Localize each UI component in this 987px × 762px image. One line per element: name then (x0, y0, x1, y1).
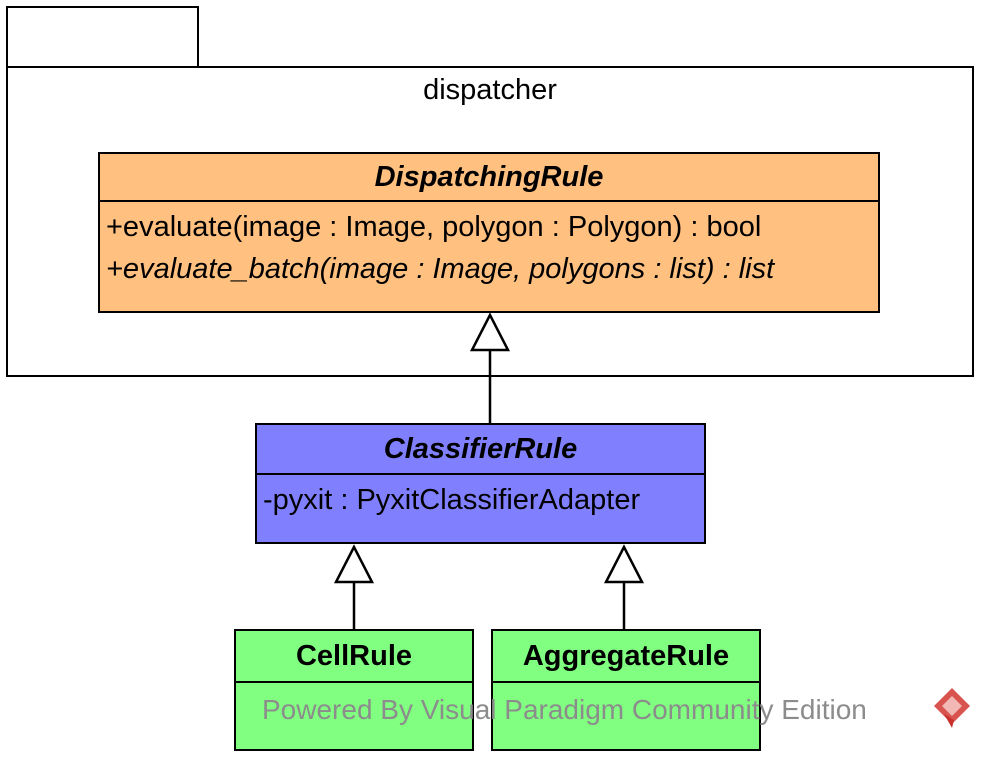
class-name: CellRule (236, 631, 472, 683)
class-cell-rule[interactable]: CellRule (234, 629, 474, 751)
generalization-arrowhead-classifier-left (333, 544, 375, 584)
watermark-text: Powered By Visual Paradigm Community Edi… (262, 694, 867, 725)
class-aggregate-rule[interactable]: AggregateRule (491, 629, 761, 751)
class-name: AggregateRule (493, 631, 759, 683)
operation-evaluate-batch: +evaluate_batch(image : Image, polygons … (106, 253, 775, 285)
class-name: ClassifierRule (257, 425, 704, 475)
class-attributes: -pyxit : PyxitClassifierAdapter (257, 475, 704, 521)
attribute-pyxit: -pyxit : PyxitClassifierAdapter (263, 484, 641, 516)
visual-paradigm-logo-icon (934, 688, 970, 728)
class-classifier-rule[interactable]: ClassifierRule -pyxit : PyxitClassifierA… (255, 423, 706, 544)
generalization-arrowhead-classifier-right (603, 544, 645, 584)
package-name: dispatcher (423, 74, 557, 106)
generalization-arrowhead-dispatching (469, 312, 511, 352)
class-dispatching-rule[interactable]: DispatchingRule +evaluate(image : Image,… (98, 152, 880, 313)
operation-evaluate: +evaluate(image : Image, polygon : Polyg… (106, 211, 762, 243)
class-name: DispatchingRule (100, 154, 878, 202)
class-operations: +evaluate(image : Image, polygon : Polyg… (100, 202, 878, 290)
